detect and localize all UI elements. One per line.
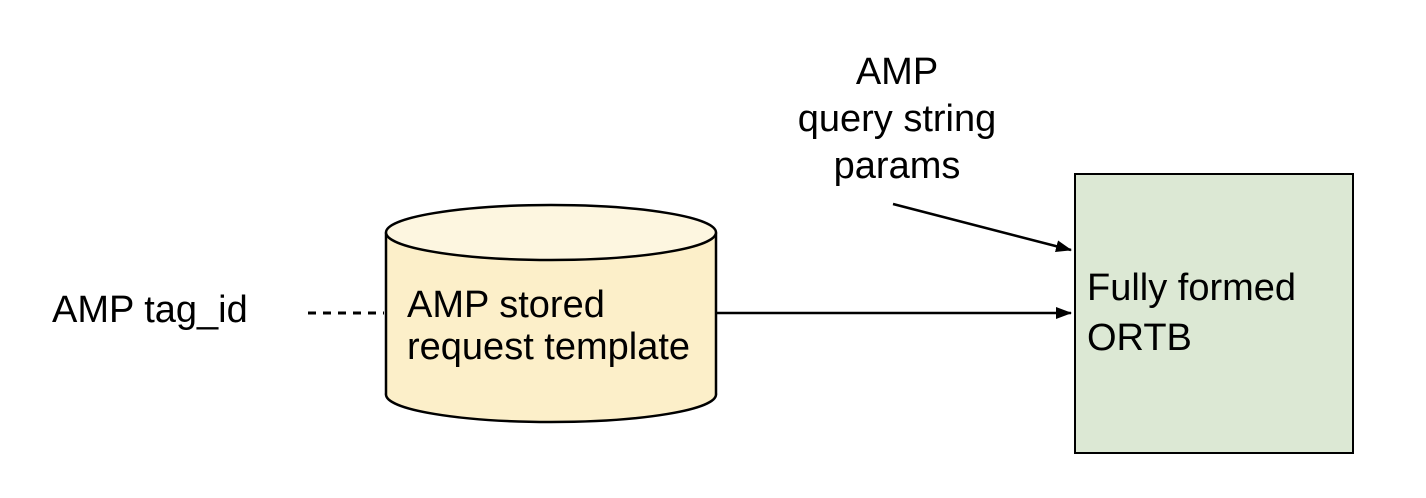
ortb-label: Fully formed ORTB (1087, 267, 1297, 359)
amp-query-params-label: AMP query string params (797, 51, 997, 187)
ortb-box: Fully formed ORTB (1074, 173, 1354, 454)
connector-query-params-to-ortb (892, 202, 1072, 253)
cylinder-top-outline (384, 203, 718, 262)
cylinder-top (386, 205, 716, 260)
stored-request-label: AMP stored request template (407, 284, 691, 368)
amp-tag-id-label: AMP tag_id (52, 289, 248, 331)
stored-request-cylinder (384, 203, 718, 424)
